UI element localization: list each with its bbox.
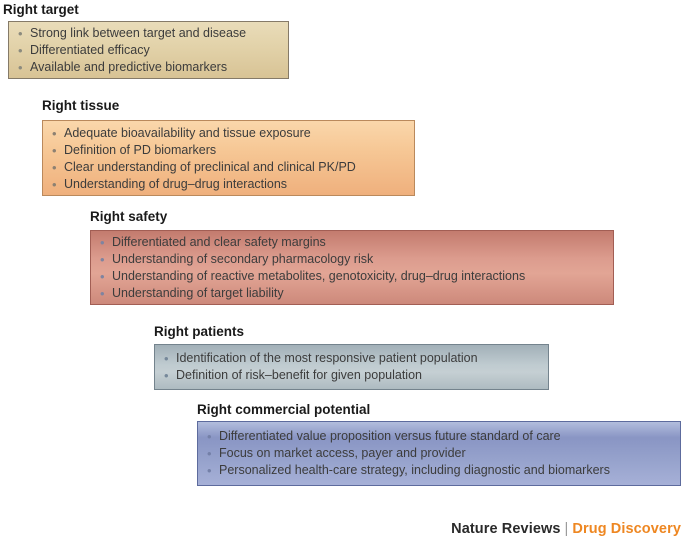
section-title-right-patients: Right patients bbox=[154, 324, 244, 339]
criteria-box-right-patients: Identification of the most responsive pa… bbox=[154, 344, 549, 390]
bullet-item: Available and predictive biomarkers bbox=[17, 59, 280, 76]
criteria-list: Differentiated and clear safety marginsU… bbox=[99, 234, 605, 302]
section-right-commercial-potential: Right commercial potential Differentiate… bbox=[197, 402, 681, 486]
bullet-item: Differentiated and clear safety margins bbox=[99, 234, 605, 251]
bullet-item: Understanding of reactive metabolites, g… bbox=[99, 268, 605, 285]
criteria-list: Differentiated value proposition versus … bbox=[206, 428, 672, 479]
bullet-item: Clear understanding of preclinical and c… bbox=[51, 159, 406, 176]
criteria-list: Identification of the most responsive pa… bbox=[163, 350, 540, 384]
journal-footer: Nature Reviews|Drug Discovery bbox=[451, 521, 681, 537]
criteria-box-right-commercial-potential: Differentiated value proposition versus … bbox=[197, 421, 681, 486]
section-right-target: Right target Strong link between target … bbox=[3, 2, 289, 79]
section-title-right-tissue: Right tissue bbox=[42, 98, 120, 113]
bullet-item: Differentiated value proposition versus … bbox=[206, 428, 672, 445]
bullet-item: Definition of risk–benefit for given pop… bbox=[163, 367, 540, 384]
bullet-item: Understanding of secondary pharmacology … bbox=[99, 251, 605, 268]
section-title-right-commercial-potential: Right commercial potential bbox=[197, 402, 371, 417]
footer-separator: | bbox=[564, 521, 569, 537]
section-title-right-safety: Right safety bbox=[90, 209, 168, 224]
bullet-item: Understanding of target liability bbox=[99, 285, 605, 302]
criteria-box-right-target: Strong link between target and diseaseDi… bbox=[8, 21, 289, 79]
criteria-list: Strong link between target and diseaseDi… bbox=[17, 25, 280, 76]
bullet-item: Adequate bioavailability and tissue expo… bbox=[51, 125, 406, 142]
bullet-item: Differentiated efficacy bbox=[17, 42, 280, 59]
section-right-tissue: Right tissue Adequate bioavailability an… bbox=[42, 98, 415, 196]
section-right-safety: Right safety Differentiated and clear sa… bbox=[90, 209, 614, 305]
bullet-item: Personalized health-care strategy, inclu… bbox=[206, 462, 672, 479]
section-right-patients: Right patients Identification of the mos… bbox=[154, 324, 549, 390]
bullet-item: Understanding of drug–drug interactions bbox=[51, 176, 406, 193]
criteria-list: Adequate bioavailability and tissue expo… bbox=[51, 125, 406, 193]
journal-name: Nature Reviews bbox=[451, 521, 561, 537]
criteria-box-right-tissue: Adequate bioavailability and tissue expo… bbox=[42, 120, 415, 196]
publication-name: Drug Discovery bbox=[572, 521, 681, 537]
section-title-right-target: Right target bbox=[3, 2, 79, 17]
criteria-box-right-safety: Differentiated and clear safety marginsU… bbox=[90, 230, 614, 305]
bullet-item: Focus on market access, payer and provid… bbox=[206, 445, 672, 462]
bullet-item: Definition of PD biomarkers bbox=[51, 142, 406, 159]
bullet-item: Strong link between target and disease bbox=[17, 25, 280, 42]
bullet-item: Identification of the most responsive pa… bbox=[163, 350, 540, 367]
